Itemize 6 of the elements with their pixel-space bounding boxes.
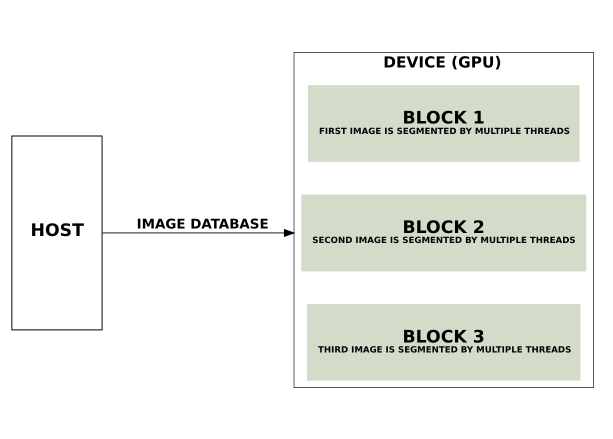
node-box: BLOCK 3 THIRD IMAGE IS SEGMENTED BY MULTIPLE THREADS	[306, 303, 581, 380]
edge-label: IMAGE DATABASE	[136, 216, 269, 232]
node-box: BLOCK 1 FIRST IMAGE IS SEGMENTED BY MULTIPLE THREADS	[308, 84, 580, 162]
arrow	[102, 228, 296, 236]
node-box: HOST	[11, 135, 103, 330]
node-box: BLOCK 2 SECOND IMAGE IS SEGMENTED BY MULTIPLE THREADS	[301, 194, 586, 271]
